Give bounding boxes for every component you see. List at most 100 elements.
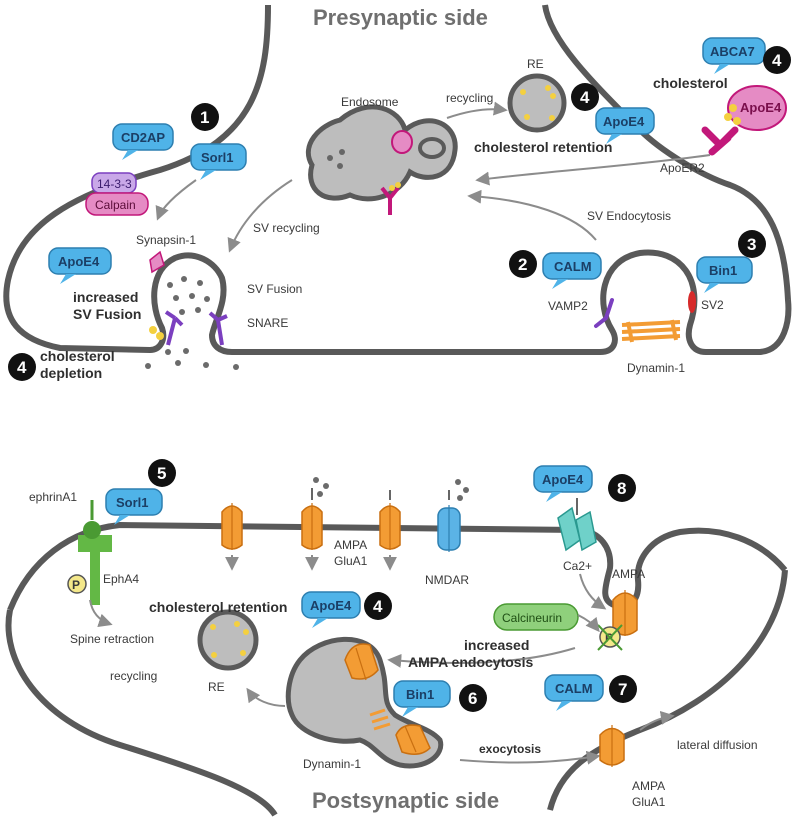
svg-text:CALM: CALM <box>555 681 593 696</box>
svg-text:CD2AP: CD2AP <box>121 130 165 145</box>
bubble-cd2ap: CD2AP <box>112 123 174 160</box>
exocytosis-arrow <box>459 750 601 765</box>
svg-text:1: 1 <box>200 108 209 127</box>
sv-fusion-bold-label: SV Fusion <box>73 306 141 322</box>
recycling-top-label: recycling <box>446 91 493 105</box>
exocytosis-label: exocytosis <box>479 742 541 756</box>
endocytosis-to-endosome-arrow <box>475 154 711 186</box>
cholesterol-dot <box>549 115 555 121</box>
endosome-receptor <box>380 186 400 215</box>
sv2-label: SV2 <box>701 298 724 312</box>
calpain-box <box>85 192 149 216</box>
cholesterol-dot <box>234 621 240 627</box>
calcineurin-text: Calcineurin <box>502 611 562 625</box>
endosome-particle <box>327 155 333 161</box>
cholesterol-dot <box>550 93 556 99</box>
cholesterol-dot <box>520 89 526 95</box>
number-badge-5: 5 <box>148 459 176 487</box>
bubble-apoe4-post: ApoE4 <box>533 465 593 502</box>
number-badge-2: 2 <box>509 250 537 278</box>
postsynaptic-left-membrane <box>5 609 278 817</box>
endosome <box>305 104 458 202</box>
svg-text:CALM: CALM <box>554 259 592 274</box>
svg-text:6: 6 <box>468 689 477 708</box>
cholesterol-dot <box>149 326 157 334</box>
increased-ampa-1: increased <box>464 637 529 653</box>
nmda-receptor <box>437 490 461 552</box>
phospho-p-left <box>67 574 87 594</box>
ampa-receptor <box>379 490 401 571</box>
synaptic-vesicles <box>145 276 239 370</box>
endosome-particle <box>337 163 343 169</box>
recycling-endosome-bottom <box>197 609 259 671</box>
re-bottom-label: RE <box>208 680 225 694</box>
ampa-endocytosis-arrow <box>387 647 576 668</box>
endosome-to-re-arrow <box>246 687 286 707</box>
svg-text:4: 4 <box>772 51 782 70</box>
lateral-diffusion-arrow <box>639 710 675 731</box>
phospho-p-left-text: P <box>72 578 80 592</box>
calpain-text: Calpain <box>95 198 136 212</box>
svg-text:4: 4 <box>373 597 383 616</box>
cholesterol-top-label: cholesterol <box>653 75 728 91</box>
cholesterol-dot <box>210 624 216 630</box>
svg-text:4: 4 <box>17 358 27 377</box>
sorl1-arrow <box>155 179 197 221</box>
cholesterol-dot <box>524 114 530 120</box>
synapsin-label: Synapsin-1 <box>136 233 196 247</box>
cholesterol-dot <box>395 182 401 188</box>
recycling-bottom-label: recycling <box>110 669 157 683</box>
bubble-calm-pre: CALM <box>542 252 602 289</box>
svg-text:5: 5 <box>157 464 166 483</box>
snare-right <box>208 311 228 346</box>
svg-text:Bin1: Bin1 <box>709 263 737 278</box>
number-badge-8: 8 <box>608 474 636 502</box>
calcium-label: Ca2+ <box>563 559 592 573</box>
svg-text:3: 3 <box>747 235 756 254</box>
phospho-strike-2 <box>597 624 623 651</box>
number-badge-7: 7 <box>609 675 637 703</box>
calcineurin-arrow <box>577 614 600 633</box>
apoe4-receptor-text: ApoE4 <box>740 100 782 115</box>
ampa-receptor-bud <box>395 724 431 755</box>
snare-left <box>164 310 184 346</box>
ampa-receptor <box>301 488 323 571</box>
dynamin-top-label: Dynamin-1 <box>627 361 685 375</box>
apoer2-label: ApoER2 <box>660 161 705 175</box>
recycling-arrow-top <box>446 101 508 119</box>
cholesterol-dot <box>156 332 164 340</box>
cholesterol-retention-top-label: cholesterol retention <box>474 139 612 155</box>
apoer2-receptor <box>701 126 739 156</box>
number-badge-4a: 4 <box>571 83 599 111</box>
sv-fusion-label: SV Fusion <box>247 282 302 296</box>
cholesterol-dot <box>733 117 741 125</box>
ephrin-label: ephrinA1 <box>29 490 77 504</box>
cholesterol-dot <box>243 629 249 635</box>
number-badge-4c: 4 <box>8 353 36 381</box>
number-badge-4d: 4 <box>364 592 392 620</box>
sv-recycling-label: SV recycling <box>253 221 320 235</box>
cholesterol-dot <box>724 113 732 121</box>
cholesterol-dot <box>211 652 217 658</box>
lateral-label: lateral diffusion <box>677 738 758 752</box>
svg-text:ApoE4: ApoE4 <box>603 114 645 129</box>
ampa-receptor-lateral <box>599 725 625 767</box>
epha4-label: EphA4 <box>103 572 139 586</box>
bubble-abca7: ABCA7 <box>702 37 766 74</box>
glua1-label-a: GluA1 <box>334 554 368 568</box>
svg-text:4: 4 <box>580 88 590 107</box>
p1433-text: 14-3-3 <box>97 177 132 191</box>
spine-retraction-arrow <box>89 599 113 628</box>
dynamin-ring-top <box>621 319 681 343</box>
sv-endocytosis-label: SV Endocytosis <box>587 209 671 223</box>
svg-text:Bin1: Bin1 <box>406 687 434 702</box>
snare-label: SNARE <box>247 316 288 330</box>
dynamin-ring-bottom <box>369 708 391 731</box>
endosome-label: Endosome <box>341 95 399 109</box>
svg-text:ApoE4: ApoE4 <box>310 598 352 613</box>
number-badge-3: 3 <box>738 230 766 258</box>
ampa-label-c: AMPA <box>632 779 665 793</box>
glutamate-dots <box>313 477 469 501</box>
bubble-bin1-post: Bin1 <box>393 680 451 717</box>
sv-endocytosis-arrow <box>467 189 597 241</box>
